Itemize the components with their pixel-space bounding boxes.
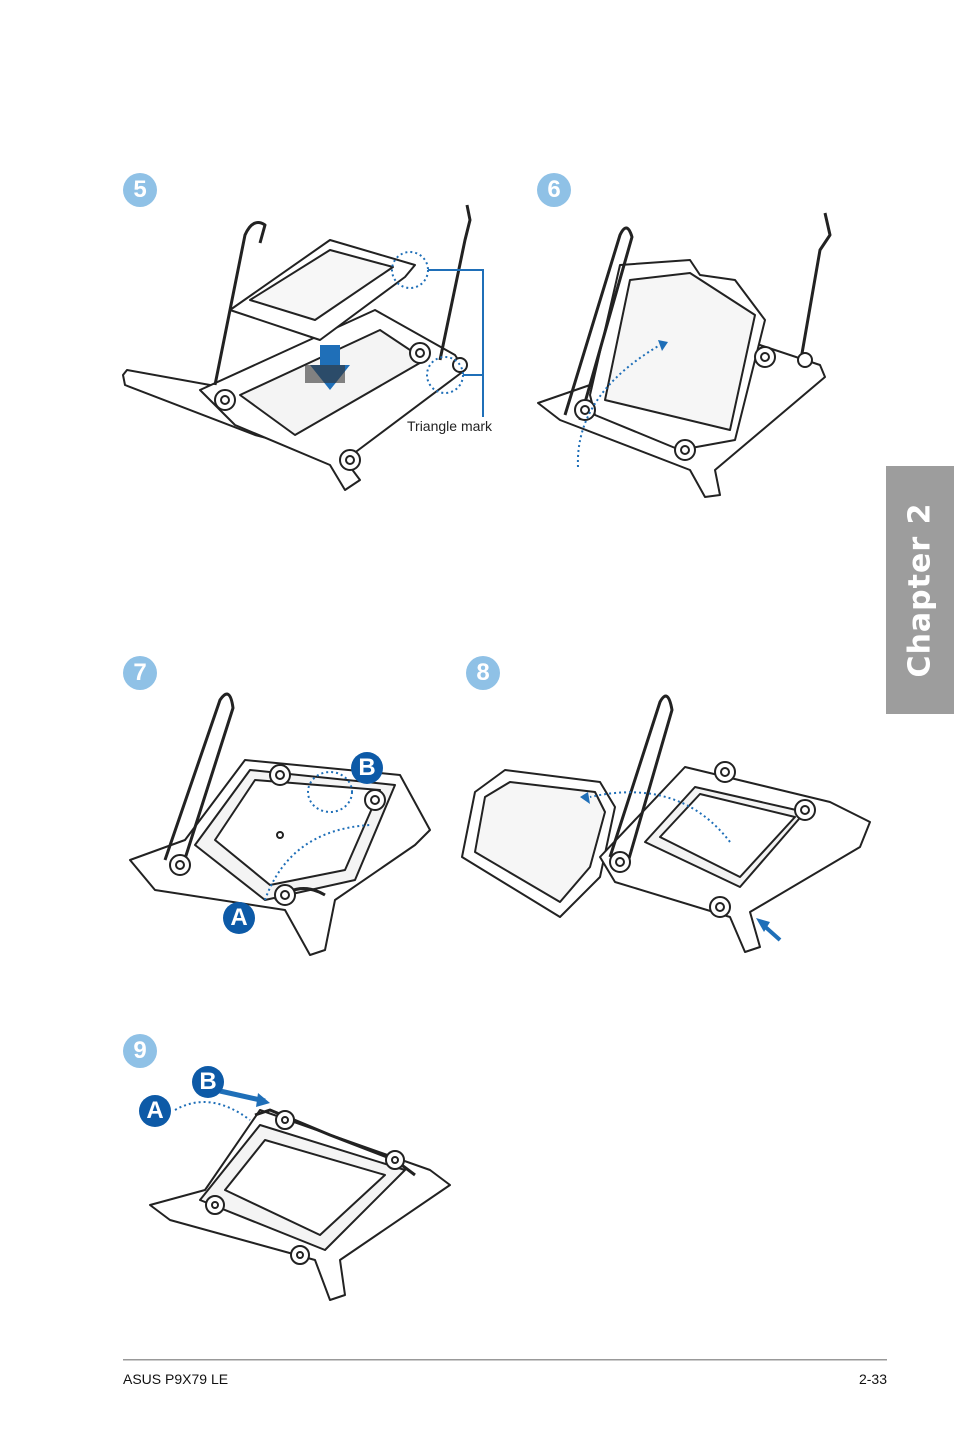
step-9-badge: 9: [123, 1034, 157, 1068]
step-7-badge: 7: [123, 656, 157, 690]
step-6-badge: 6: [537, 173, 571, 207]
step-9-arrows: [174, 1088, 270, 1121]
step-5-illustration: [122, 204, 484, 491]
step-6-illustration: [537, 212, 832, 498]
triangle-mark-label: Triangle mark: [407, 418, 493, 434]
label-a-step-7: A: [223, 902, 255, 934]
step-8-illustration: [461, 694, 871, 953]
step-8-badge: 8: [466, 656, 500, 690]
chapter-tab-label: Chapter 2: [902, 502, 938, 678]
label-b-step-9: B: [192, 1066, 224, 1098]
footer-product-name: ASUS P9X79 LE: [123, 1371, 229, 1387]
chapter-tab: Chapter 2: [886, 466, 954, 714]
footer-page-number: 2-33: [858, 1371, 887, 1387]
label-a-step-9: A: [139, 1095, 171, 1127]
footer-rule: [123, 1359, 887, 1361]
step-7-illustration: [129, 692, 431, 956]
label-b-step-7: B: [351, 752, 383, 784]
step-9-illustration: [149, 1108, 451, 1301]
step-5-badge: 5: [123, 173, 157, 207]
